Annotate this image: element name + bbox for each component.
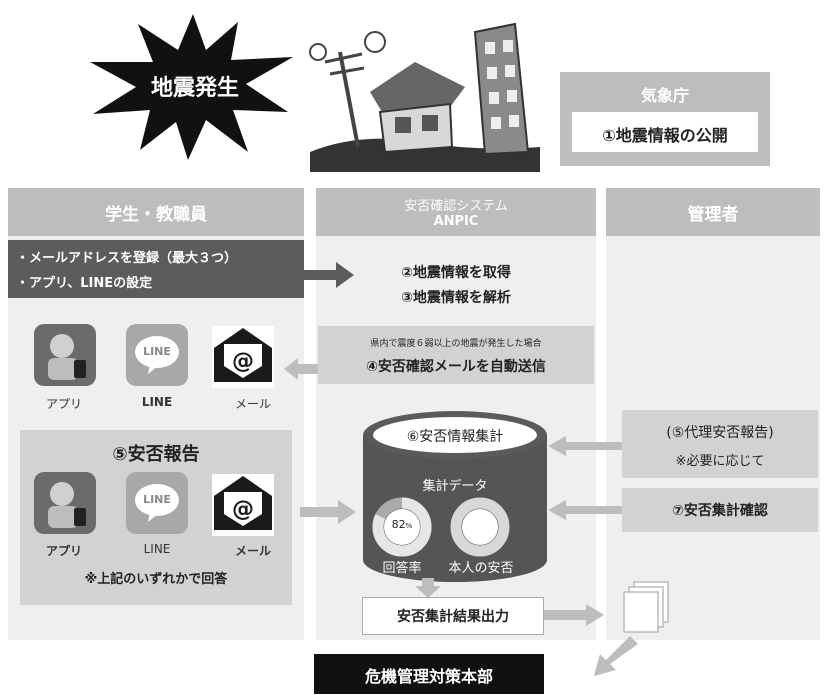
mail-label: メール	[234, 397, 271, 411]
system-step-2: ②地震情報を取得	[401, 265, 511, 281]
mail-icon: @	[212, 326, 274, 388]
response-rate-unit: %	[405, 522, 413, 530]
check-box	[622, 488, 818, 532]
collapsing-buildings-illustration	[309, 22, 540, 172]
earthquake-label: 地震発生	[150, 76, 239, 101]
system-step-3: ③地震情報を解析	[401, 290, 511, 306]
report-app-label: アプリ	[45, 544, 82, 558]
proxy-line-1: (⑤代理安否報告)	[666, 425, 774, 441]
earthquake-burst	[90, 14, 293, 160]
line-icon-text: LINE	[143, 345, 171, 358]
app-label: アプリ	[45, 397, 82, 411]
report-line-icon-text: LINE	[143, 493, 171, 506]
agency-step-box	[572, 112, 758, 152]
documents-icon	[623, 581, 669, 633]
registration-line-2: ・アプリ、LINEの設定	[16, 276, 153, 291]
response-rate-label: 回答率	[382, 561, 422, 576]
arrow-left-icon	[548, 500, 622, 520]
arrow-down-left-icon	[594, 636, 638, 676]
self-safety-donut	[450, 497, 510, 557]
column-admin-header: 管理者	[606, 188, 820, 236]
registration-bar	[8, 240, 304, 298]
report-note: ※上記のいずれかで回答	[84, 572, 228, 587]
check-label: ⑦安否集計確認	[672, 503, 768, 519]
proxy-line-2: ※必要に応じて	[675, 454, 765, 469]
column-system-subtitle: ANPIC	[433, 214, 479, 229]
arrow-left-icon	[284, 358, 318, 380]
registration-line-1: ・メールアドレスを登録（最大３つ）	[16, 251, 238, 266]
column-system-title: 安否確認システム	[404, 199, 508, 214]
report-app-icon	[34, 472, 96, 534]
response-rate-arc	[372, 497, 432, 557]
db-title: ⑥安否情報集計	[406, 429, 504, 445]
agency-step-1: ①地震情報の公開	[602, 126, 728, 145]
arrow-right-icon	[304, 262, 354, 288]
notify-box	[318, 326, 594, 384]
self-safety-label: 本人の安否	[448, 561, 514, 576]
report-line-label: LINE	[143, 542, 171, 556]
svg-text:@: @	[232, 349, 254, 374]
report-title: ⑤安否報告	[112, 444, 200, 465]
db-data-label: 集計データ	[422, 479, 488, 494]
arrow-right-icon	[300, 500, 356, 524]
column-system-header: 安否確認システム ANPIC	[316, 188, 596, 236]
column-students-title: 学生・教職員	[105, 204, 207, 225]
agency-title: 気象庁	[640, 86, 689, 105]
proxy-box	[622, 410, 818, 478]
response-rate-value: 82%	[371, 518, 433, 531]
report-line-icon: LINE	[126, 472, 188, 534]
arrow-right-icon	[544, 604, 604, 626]
line-icon: LINE	[126, 324, 188, 386]
line-label: LINE	[141, 395, 173, 409]
hq-label: 危機管理対策本部	[364, 667, 493, 686]
column-admin-title: 管理者	[687, 204, 739, 225]
output-box	[362, 597, 544, 635]
mascot-icon	[48, 334, 86, 380]
notify-condition: 県内で震度６弱以上の地震が発生した場合	[370, 339, 542, 349]
report-mail-label: メール	[234, 544, 271, 558]
output-label: 安否集計結果出力	[397, 609, 509, 625]
response-rate-number: 82	[391, 518, 406, 531]
app-icon	[34, 324, 96, 386]
arrow-down-icon	[415, 578, 441, 598]
notify-step-4: ④安否確認メールを自動送信	[366, 359, 546, 375]
response-rate-donut	[372, 497, 432, 557]
report-mail-icon: @	[212, 474, 274, 536]
mascot-icon	[48, 482, 86, 528]
arrow-left-icon	[548, 436, 622, 456]
svg-text:@: @	[232, 497, 254, 522]
hq-box	[314, 654, 544, 694]
column-students-header: 学生・教職員	[8, 188, 304, 236]
